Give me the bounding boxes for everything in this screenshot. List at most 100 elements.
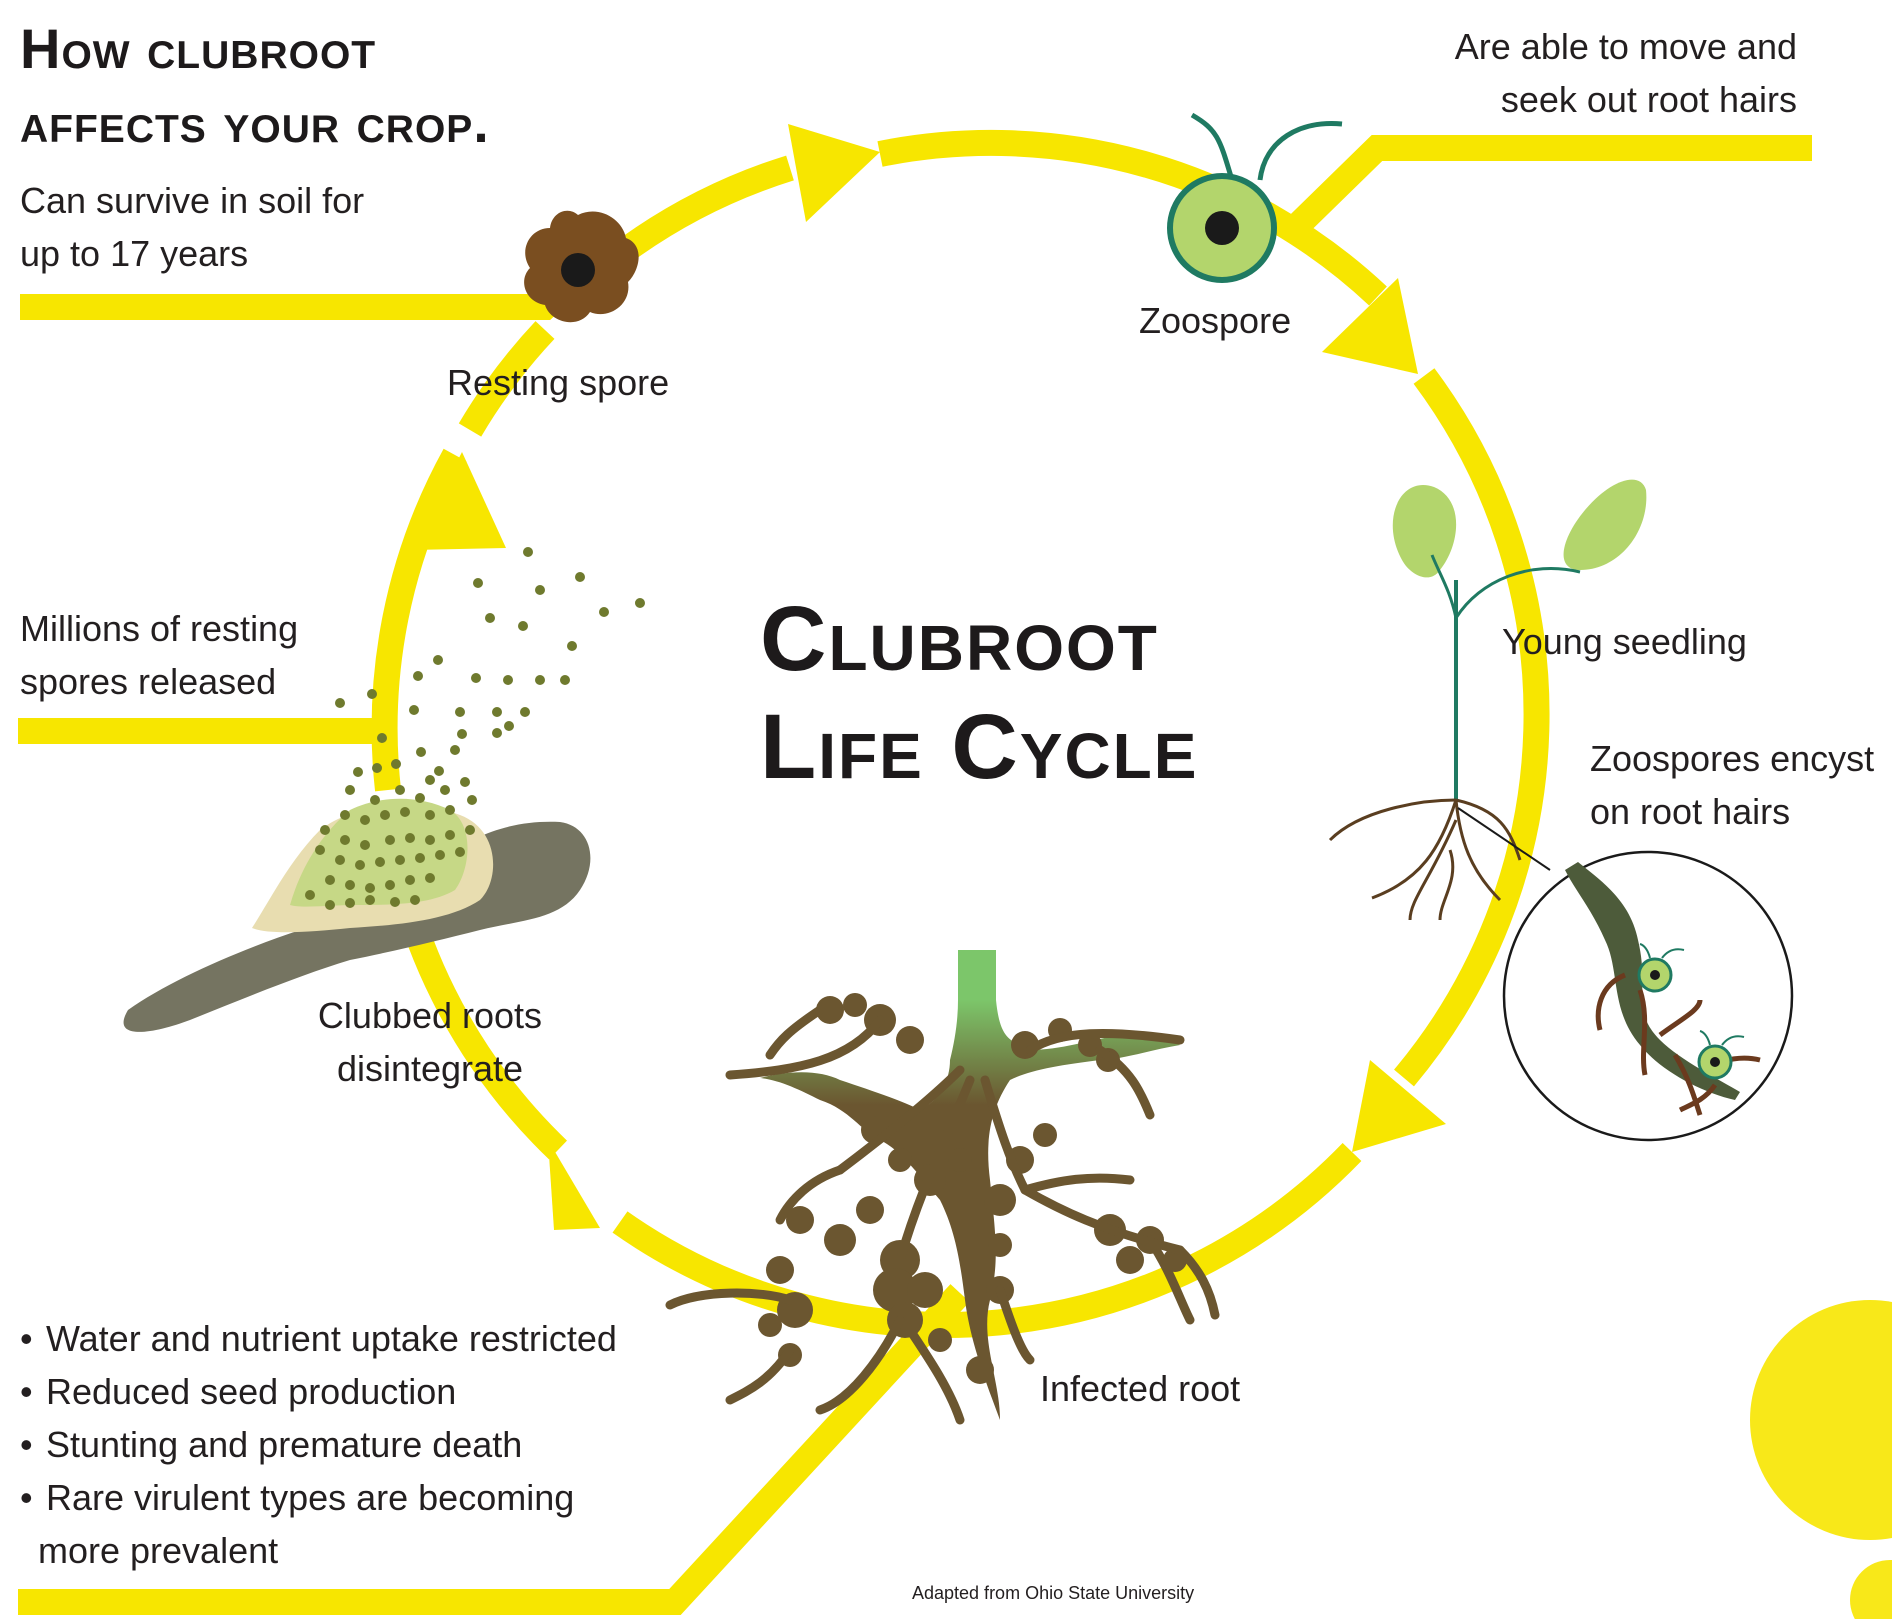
spore-dot bbox=[435, 850, 445, 860]
center-title: Clubroot Life Cycle bbox=[760, 585, 1198, 801]
spore-dot bbox=[340, 835, 350, 845]
spore-dot bbox=[535, 675, 545, 685]
label-young-seedling: Young seedling bbox=[1502, 615, 1747, 668]
label-infected-root: Infected root bbox=[1040, 1362, 1240, 1415]
spore-dot bbox=[405, 833, 415, 843]
callout-move: Are able to move and seek out root hairs bbox=[1455, 20, 1797, 126]
callout-encyst-line-1: Zoospores encyst bbox=[1590, 732, 1874, 785]
label-clubbed-roots-line-2: disintegrate bbox=[310, 1042, 550, 1095]
callout-encyst: Zoospores encyst on root hairs bbox=[1590, 732, 1874, 838]
callout-survive: Can survive in soil for up to 17 years bbox=[20, 174, 364, 280]
spore-dot bbox=[492, 707, 502, 717]
source-credit: Adapted from Ohio State University bbox=[912, 1583, 1194, 1604]
spore-dot bbox=[385, 880, 395, 890]
callout-survive-line-2: up to 17 years bbox=[20, 227, 364, 280]
spore-dot bbox=[445, 805, 455, 815]
callout-encyst-line-2: on root hairs bbox=[1590, 785, 1874, 838]
spore-dot bbox=[433, 655, 443, 665]
spore-dot bbox=[635, 598, 645, 608]
spore-dot bbox=[413, 671, 423, 681]
encyst-inset-icon bbox=[1504, 852, 1792, 1140]
spore-dot bbox=[485, 613, 495, 623]
spore-dot bbox=[457, 729, 467, 739]
callout-millions: Millions of resting spores released bbox=[20, 602, 298, 708]
callout-move-line-1: Are able to move and bbox=[1455, 20, 1797, 73]
label-zoospore: Zoospore bbox=[1139, 294, 1291, 347]
spore-dot bbox=[409, 705, 419, 715]
spore-dot bbox=[425, 810, 435, 820]
label-resting-spore: Resting spore bbox=[447, 356, 669, 409]
label-clubbed-roots-line-1: Clubbed roots bbox=[310, 989, 550, 1042]
spore-dot bbox=[315, 845, 325, 855]
bullet: • bbox=[20, 1365, 46, 1418]
spore-dot bbox=[535, 585, 545, 595]
spore-dot bbox=[410, 895, 420, 905]
effects-item-text: Stunting and premature death bbox=[46, 1424, 522, 1465]
callout-millions-line-1: Millions of resting bbox=[20, 602, 298, 655]
center-title-line-2: Life Cycle bbox=[760, 693, 1198, 801]
spore-dot bbox=[416, 747, 426, 757]
heading-line-1: How clubroot bbox=[20, 12, 490, 86]
spore-dot bbox=[523, 547, 533, 557]
spore-dot bbox=[460, 777, 470, 787]
spore-dot bbox=[473, 578, 483, 588]
infected-root-icon bbox=[670, 950, 1215, 1420]
spore-dot bbox=[575, 572, 585, 582]
spore-dot bbox=[395, 785, 405, 795]
label-clubbed-roots: Clubbed roots disintegrate bbox=[310, 989, 550, 1095]
spore-dot bbox=[465, 825, 475, 835]
spore-dot bbox=[390, 897, 400, 907]
center-title-line-1: Clubroot bbox=[760, 585, 1198, 693]
seedling-icon bbox=[1330, 480, 1646, 920]
spore-dot bbox=[320, 825, 330, 835]
effects-item: •Reduced seed production bbox=[20, 1365, 617, 1418]
callout-move-line-2: seek out root hairs bbox=[1455, 73, 1797, 126]
spore-dot bbox=[353, 767, 363, 777]
callout-millions-line-2: spores released bbox=[20, 655, 298, 708]
effects-item: •Water and nutrient uptake restricted bbox=[20, 1312, 617, 1365]
effects-item-text: Reduced seed production bbox=[46, 1371, 456, 1412]
callout-survive-line-1: Can survive in soil for bbox=[20, 174, 364, 227]
spore-dot bbox=[325, 900, 335, 910]
effects-item-continuation: more prevalent bbox=[20, 1524, 617, 1577]
spore-dot bbox=[567, 641, 577, 651]
spore-dot bbox=[415, 853, 425, 863]
spore-dot bbox=[305, 890, 315, 900]
spore-dot bbox=[425, 835, 435, 845]
arrowhead-right-lower bbox=[1352, 1060, 1446, 1152]
spore-dot bbox=[492, 728, 502, 738]
bullet: • bbox=[20, 1418, 46, 1471]
spore-dot bbox=[503, 675, 513, 685]
spore-dot bbox=[504, 721, 514, 731]
spore-dot bbox=[400, 807, 410, 817]
cycle-arc-topleft bbox=[622, 168, 790, 253]
spore-dot bbox=[455, 847, 465, 857]
spore-dot bbox=[360, 840, 370, 850]
spore-dot bbox=[370, 795, 380, 805]
spore-dot bbox=[360, 815, 370, 825]
effects-list: •Water and nutrient uptake restricted •R… bbox=[20, 1312, 617, 1577]
spore-dot bbox=[467, 795, 477, 805]
spore-dot bbox=[434, 766, 444, 776]
spore-dot bbox=[335, 698, 345, 708]
leader-line-move bbox=[1290, 148, 1812, 233]
spore-dot bbox=[345, 898, 355, 908]
arrowhead-top bbox=[788, 124, 880, 222]
decorative-blob bbox=[1740, 1280, 1892, 1619]
heading-line-2: affects your crop. bbox=[20, 86, 490, 160]
spore-dot bbox=[340, 810, 350, 820]
spore-dot bbox=[391, 759, 401, 769]
spore-dot bbox=[335, 855, 345, 865]
spore-dot bbox=[372, 763, 382, 773]
spore-dot bbox=[325, 875, 335, 885]
spore-dot bbox=[440, 785, 450, 795]
spore-dot bbox=[405, 875, 415, 885]
effects-item-text: Rare virulent types are becoming bbox=[46, 1477, 574, 1518]
bullet: • bbox=[20, 1312, 46, 1365]
spore-dot bbox=[455, 707, 465, 717]
spore-dot bbox=[345, 880, 355, 890]
spore-dot bbox=[367, 689, 377, 699]
spore-dot bbox=[520, 707, 530, 717]
spore-dot bbox=[425, 873, 435, 883]
